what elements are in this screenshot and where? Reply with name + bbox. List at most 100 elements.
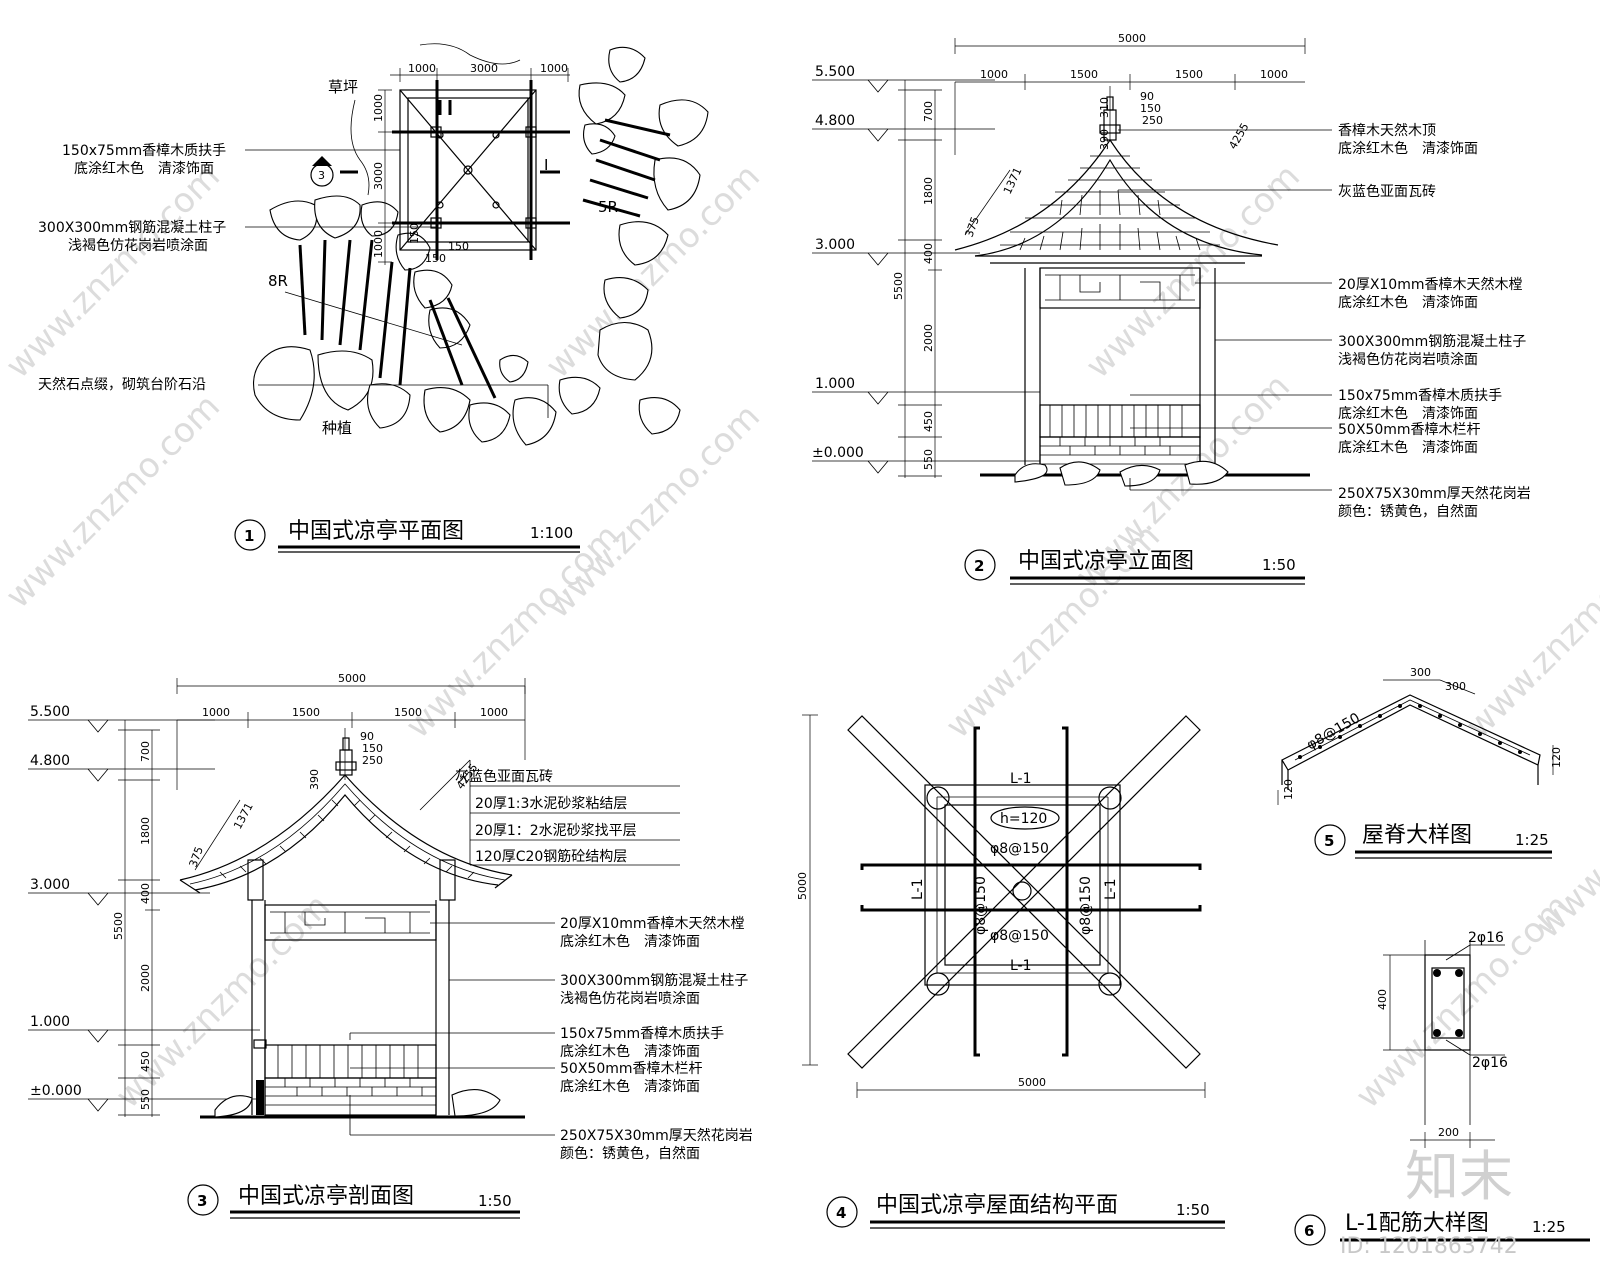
elev-dim-total: 5000 (1118, 32, 1146, 45)
roof-plan-beam-left: L-1 (910, 878, 926, 900)
sect-note-2b: 浅褐色仿花岗岩喷涂面 (560, 990, 700, 1007)
roof-plan-dim-bottom: 5000 (1018, 1076, 1046, 1089)
elevation-levels: 5.500 4.800 3.000 1.000 ±0.000 (812, 64, 1040, 474)
sect-finial-dim-4: 390 (308, 769, 321, 790)
plan-handrail-note-1: 150x75mm香樟木质扶手 (62, 142, 226, 159)
roof-plan-title-number: 4 (836, 1204, 846, 1222)
sect-note-4b: 底涂红木色 清漆饰面 (560, 1078, 700, 1095)
elev-note-7a: 250X75X30mm厚天然花岗岩 (1338, 485, 1531, 502)
sect-level-0: ±0.000 (30, 1083, 82, 1099)
watermark-text: www.znzmo.com (1458, 516, 1600, 746)
beam-bottom-rebar: 2φ16 (1472, 1055, 1508, 1071)
elev-dim-left-1: 700 (922, 101, 935, 122)
beam-dim-height: 400 (1376, 989, 1389, 1010)
sect-note-2a: 300X300mm钢筋混凝土柱子 (560, 972, 748, 989)
plan-dim-top-2: 3000 (470, 62, 498, 75)
elev-note-5a: 150x75mm香樟木质扶手 (1338, 387, 1502, 404)
plan-title-number: 1 (244, 527, 254, 545)
beam-title-block: 6 L-1配筋大样图 1:25 (1294, 1211, 1590, 1246)
sect-scale: 1:50 (478, 1192, 512, 1210)
roof-plan-title-block: 4 中国式凉亭屋面结构平面 1:50 (826, 1193, 1225, 1229)
plan-dim-left-1: 1000 (372, 94, 385, 122)
section-mark: 3 I (310, 156, 560, 187)
sect-finial-dim-1: 90 (360, 730, 374, 743)
elev-finial-dim-1: 90 (1140, 90, 1154, 103)
sect-dim-left-3: 400 (139, 883, 152, 904)
sect-dim-top-1: 1000 (202, 706, 230, 719)
section-leaders (349, 922, 555, 1136)
elev-dim-left-5: 450 (922, 411, 935, 432)
sect-finial-dim-2: 150 (362, 742, 383, 755)
elev-finial-dim-2: 150 (1140, 102, 1161, 115)
roof-plan-beam-top: L-1 (1010, 771, 1032, 787)
elevation-body (980, 267, 1310, 487)
roof-plan-beam-right: L-1 (1103, 878, 1119, 900)
plan-title-block: 1 中国式凉亭平面图 1:100 (234, 519, 580, 553)
elev-note-5b: 底涂红木色 清漆饰面 (1338, 405, 1478, 422)
sect-note-3b: 底涂红木色 清漆饰面 (560, 1043, 700, 1060)
section-mark-number: 3 (318, 169, 325, 182)
elev-level-1000: 1.000 (815, 376, 855, 392)
elev-level-3000: 3.000 (815, 237, 855, 253)
sect-layer-4: 120厚C20钢筋砼结构层 (475, 848, 627, 865)
sect-roof-dim-c: 375 (187, 845, 206, 869)
ridge-rebar-label: φ8@150 (1304, 710, 1363, 753)
plan-scale: 1:100 (530, 524, 573, 542)
sect-dim-left-4: 2000 (139, 964, 152, 992)
sect-note-3a: 150x75mm香樟木质扶手 (560, 1025, 724, 1042)
sect-dim-top-3: 1500 (394, 706, 422, 719)
elev-note-4a: 300X300mm钢筋混凝土柱子 (1338, 333, 1526, 350)
plan-dim-top-3: 1000 (540, 62, 568, 75)
section-finial-dims: 90 150 250 390 (308, 728, 383, 790)
watermark-id: ID: 1201863742 (1340, 1234, 1518, 1259)
plan-dim-left-3: 1000 (372, 230, 385, 258)
section-dims-top: 5000 1000 1500 1500 1000 (176, 672, 526, 790)
sect-dim-left-1: 700 (139, 741, 152, 762)
watermark-text: www.znzmo.com (1078, 156, 1308, 386)
ridge-dim-2: 300 (1445, 680, 1466, 693)
elev-dim-left-4: 2000 (922, 324, 935, 352)
watermark-text: www.znzmo.com (398, 516, 628, 746)
roof-plan-dim-left: 5000 (796, 872, 809, 900)
sect-title: 中国式凉亭剖面图 (238, 1184, 414, 1209)
elev-finial-dim-3: 250 (1142, 114, 1163, 127)
section-view: 5.500 4.800 3.000 1.000 ±0.000 700 1800 … (28, 672, 753, 1219)
elevation-finial-dims: 90 150 250 310 390 (1098, 86, 1163, 150)
plan-pavilion (392, 80, 570, 260)
ridge-title-block: 5 屋脊大样图 1:25 (1314, 823, 1552, 859)
ridge-dim-1: 300 (1410, 666, 1431, 679)
sect-note-4a: 50X50mm香樟木栏杆 (560, 1060, 703, 1077)
elevation-roof (954, 96, 1279, 264)
elevation-view: 5.500 4.800 3.000 1.000 ±0.000 700 1800 … (812, 32, 1531, 585)
elev-roof-dim-c: 375 (963, 215, 982, 239)
elev-finial-dim-4: 310 (1098, 97, 1111, 118)
sect-dim-left-5: 450 (139, 1051, 152, 1072)
watermark-text: www.znzmo.com (108, 886, 338, 1116)
elev-dim-top-4: 1000 (1260, 68, 1288, 81)
sect-layer-1: 灰蓝色亚面瓦砖 (455, 768, 553, 785)
sect-dim-left-6: 550 (139, 1089, 152, 1110)
plan-radius-5r: 5R (598, 198, 618, 216)
sect-dim-top-4: 1000 (480, 706, 508, 719)
section-dims-left: 700 1800 400 2000 450 550 5500 (112, 720, 160, 1117)
elevation-dims-left: 700 1800 400 2000 450 550 5500 (892, 80, 942, 478)
sect-level-4800: 4.800 (30, 753, 70, 769)
plan-dim-top-1: 1000 (408, 62, 436, 75)
elev-note-2a: 灰蓝色亚面瓦砖 (1338, 183, 1436, 200)
ridge-rebar-dots (1298, 704, 1522, 759)
ridge-title: 屋脊大样图 (1362, 823, 1472, 848)
plan-dim-small-3: 150 (425, 252, 446, 265)
ridge-scale: 1:25 (1515, 831, 1549, 849)
plan-handrail-note-2: 底涂红木色 清漆饰面 (74, 160, 214, 177)
elev-dim-left-6: 550 (922, 449, 935, 470)
elev-note-1a: 香樟木天然木顶 (1338, 122, 1436, 139)
elev-dim-left-total: 5500 (892, 272, 905, 300)
elevation-title-block: 2 中国式凉亭立面图 1:50 (964, 549, 1305, 585)
watermark-text: www.znzmo.com (538, 156, 768, 386)
sect-roof-dim-a: 1371 (231, 801, 256, 832)
elev-title-number: 2 (974, 557, 984, 575)
sect-dim-top-2: 1500 (292, 706, 320, 719)
elev-note-3a: 20厚X10mm香樟木天然木樘 (1338, 276, 1523, 293)
sect-dim-left-2: 1800 (139, 817, 152, 845)
